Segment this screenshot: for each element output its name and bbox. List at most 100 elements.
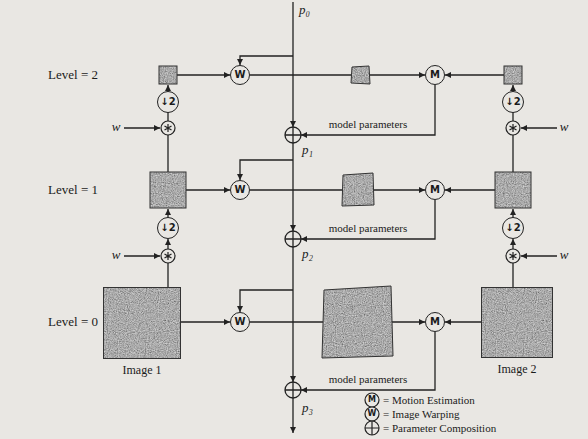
flow-line: [521, 255, 557, 256]
diagram-label: p₃: [302, 401, 313, 415]
image-texture: [103, 287, 181, 359]
symbol-letter: W: [234, 317, 245, 327]
motion-node: M: [425, 180, 445, 200]
legend-text: = Image Warping: [383, 408, 460, 420]
diagram-label: w: [560, 248, 569, 262]
flow-line: [445, 189, 495, 190]
composition-symbol: [285, 231, 301, 247]
flow-line: [301, 200, 435, 239]
image-border: [104, 288, 181, 359]
legend-symbol: [365, 393, 379, 435]
flow-line: [250, 74, 351, 75]
flow-line: [177, 74, 230, 75]
diagram-label: Level = 0: [48, 315, 98, 329]
flow-connector: [181, 321, 230, 322]
flow-line: [445, 74, 504, 75]
flow-line: [250, 189, 342, 190]
flow-line: [186, 189, 230, 190]
diagram-label: Level = 1: [48, 183, 98, 197]
legend-text: = Motion Estimation: [383, 394, 475, 406]
legend-text: = Parameter Composition: [383, 422, 496, 434]
legend-symbol: [365, 393, 379, 407]
convolution-symbol: [161, 249, 175, 263]
image-box: Image 1: [103, 287, 181, 359]
symbol-letter: ↓2: [160, 97, 175, 107]
warp-node: W: [230, 65, 250, 85]
convolution-symbol: [506, 121, 520, 135]
image-caption: Image 1: [123, 363, 162, 378]
parameter-axis: [240, 160, 293, 180]
image-texture: [481, 287, 553, 358]
image-border: [495, 172, 531, 208]
symbol-letter: W: [234, 70, 245, 80]
pyramid-image: [159, 66, 177, 84]
image-border: [342, 173, 374, 206]
diagram-label: model parameters: [329, 222, 408, 234]
convolution-symbol: [165, 252, 172, 260]
composition-symbol: [285, 382, 301, 398]
image-border: [504, 66, 522, 84]
symbol-letter: ↓2: [505, 223, 520, 233]
image-texture: [103, 287, 181, 359]
image-texture: [481, 287, 553, 358]
parameter-axis: [240, 56, 293, 65]
image-caption: Image 2: [498, 362, 537, 377]
symbol-letter: ↓2: [505, 97, 520, 107]
composition-symbol: [285, 127, 301, 143]
flow-line: [369, 74, 425, 75]
flow-line: [374, 189, 425, 190]
pyramid-image: [495, 172, 531, 208]
flow-line: [167, 135, 168, 172]
diagram-label: w: [112, 248, 121, 262]
image-border: [150, 172, 186, 208]
flow-line: [392, 321, 425, 322]
subsample-node: ↓2: [157, 91, 179, 113]
composition-symbol: [285, 127, 301, 143]
legend-letter: W: [368, 410, 377, 419]
composition-symbol: [285, 382, 301, 398]
diagram-label: p₂: [302, 247, 313, 261]
warp-node: W: [230, 180, 250, 200]
flow-connector: [445, 321, 481, 322]
flow-line: [124, 255, 160, 256]
diagram-label: p₀: [299, 3, 310, 17]
parameter-axis: [240, 290, 293, 312]
parameter-axis: [292, 2, 293, 127]
pyramid-image: [150, 172, 186, 208]
convolution-symbol: [510, 124, 517, 132]
pyramid-image: [351, 66, 370, 84]
diagram-label: model parameters: [329, 373, 408, 385]
subsample-node: ↓2: [502, 91, 524, 113]
symbol-letter: W: [234, 185, 245, 195]
convolution-symbol: [510, 252, 517, 260]
diagram-label: w: [112, 120, 121, 134]
diagram-label: w: [560, 120, 569, 134]
motion-node: M: [425, 65, 445, 85]
flow-line: [124, 127, 160, 128]
subsample-node: ↓2: [502, 217, 524, 239]
flow-line: [512, 135, 513, 172]
flow-line: [124, 75, 557, 390]
parameter-axis: [292, 247, 293, 382]
parameter-axis: [292, 143, 293, 231]
symbol-letter: M: [430, 185, 440, 195]
flow-line: [301, 85, 435, 135]
composition-symbol: [285, 231, 301, 247]
diagram-label: Level = 2: [48, 68, 98, 82]
diagram-label: model parameters: [329, 118, 408, 130]
convolution-symbol: [161, 121, 175, 135]
image-border: [159, 66, 177, 84]
flow-line: [167, 112, 168, 121]
legend-letter: M: [368, 396, 376, 405]
convolution-symbol: [506, 249, 520, 263]
symbol-letter: M: [430, 70, 440, 80]
warp-node: W: [230, 312, 250, 332]
image-border: [351, 66, 370, 84]
convolution-symbol: [165, 124, 172, 132]
diagram-label: p₁: [302, 143, 313, 157]
symbol-letter: M: [430, 317, 440, 327]
subsample-node: ↓2: [157, 217, 179, 239]
